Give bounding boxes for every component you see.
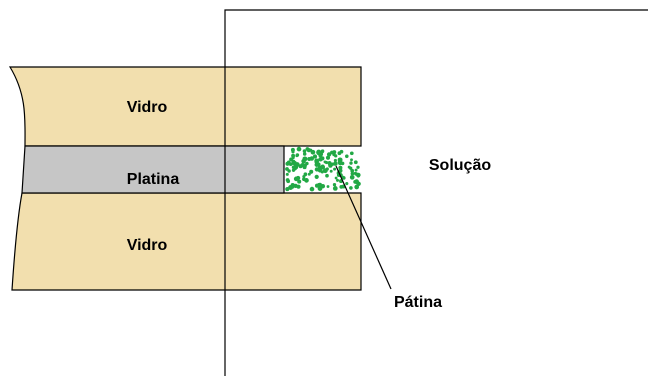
patina-dot [349,174,355,180]
patina-dot [291,185,295,189]
patina-dot [334,154,338,158]
patina-dot [336,178,339,182]
patina-dot [338,165,343,170]
patina-dot [325,155,331,160]
patina-dot [288,162,293,167]
patina-dot [296,146,302,152]
patina-dot [318,153,323,158]
patina-dot [318,182,322,187]
patina-label: Pátina [394,294,442,311]
solution-boundary [224,9,648,376]
patina-dot [320,165,325,170]
patina-dot [317,167,323,173]
patina-dot [291,150,295,154]
patina-dot [293,176,299,182]
glass-top-layer [8,66,362,147]
patina-dot [333,161,338,166]
glass-top-label: Vidro [127,99,168,116]
patina-dot [326,152,332,157]
patina-dot [303,172,308,177]
patina-dot [297,179,302,184]
patina-dot [356,174,360,178]
patina-dot [291,168,296,172]
patina-dot [356,165,360,169]
patina-dot [350,158,353,162]
platinum-strip [21,145,285,194]
patina-dot [316,149,322,155]
patina-dot [314,174,319,180]
patina-dot [337,160,341,164]
patina-leader-line [335,165,392,290]
patina-dot [333,158,337,163]
patina-dot [354,168,358,172]
patina-dot [309,169,314,174]
patina-dot [314,183,320,188]
platinum-label: Platina [127,171,180,188]
patina-dot [301,163,305,167]
patina-dot [332,186,338,191]
patina-dot [309,148,313,152]
patina-dot [309,186,315,192]
glass-bottom-layer [11,192,362,291]
patina-dot [345,154,349,159]
patina-dot [354,179,360,185]
patina-dot [317,186,323,191]
patina-dot [312,154,318,159]
patina-dot [285,161,290,166]
patina-dot [347,165,351,169]
patina-dot [325,173,329,178]
patina-dot [326,185,330,188]
patina-dot [285,187,290,192]
patina-dot [341,175,345,180]
patina-dot [345,182,349,186]
patina-dot [307,172,311,176]
patina-dot [349,161,353,165]
solution-label: Solução [429,157,491,174]
patina-dot [327,161,332,166]
patina-dot [302,177,306,182]
patina-dot [320,149,324,154]
patina-dot [293,160,297,165]
patina-dot [339,185,344,189]
glass-bottom-label: Vidro [127,237,168,254]
patina-dot [296,184,301,189]
patina-dot [333,167,337,171]
patina-dot [353,171,357,175]
patina-dot [302,149,307,153]
patina-dot [334,176,338,180]
patina-dot [305,147,310,151]
patina-dot [349,186,353,190]
patina-dot [302,156,308,162]
patina-dot [318,157,323,162]
patina-dot [353,160,358,165]
patina-dot [329,169,333,173]
patina-region [285,146,361,192]
patina-dot [286,179,291,184]
patina-dot [322,168,328,174]
patina-dot [350,171,355,176]
patina-dot [323,160,327,164]
patina-dot [289,157,294,162]
patina-dot [350,168,355,173]
patina-dot [307,157,312,161]
patina-dot [314,162,320,167]
patina-dot [339,149,344,154]
patina-dot [285,172,289,176]
patina-dot [285,167,289,171]
patina-dot [305,161,309,166]
patina-dot [291,165,296,170]
patina-dot [338,168,343,173]
patina-dot [302,152,307,156]
patina-dot [349,151,354,156]
patina-dot [332,183,337,187]
patina-dot [295,153,300,157]
